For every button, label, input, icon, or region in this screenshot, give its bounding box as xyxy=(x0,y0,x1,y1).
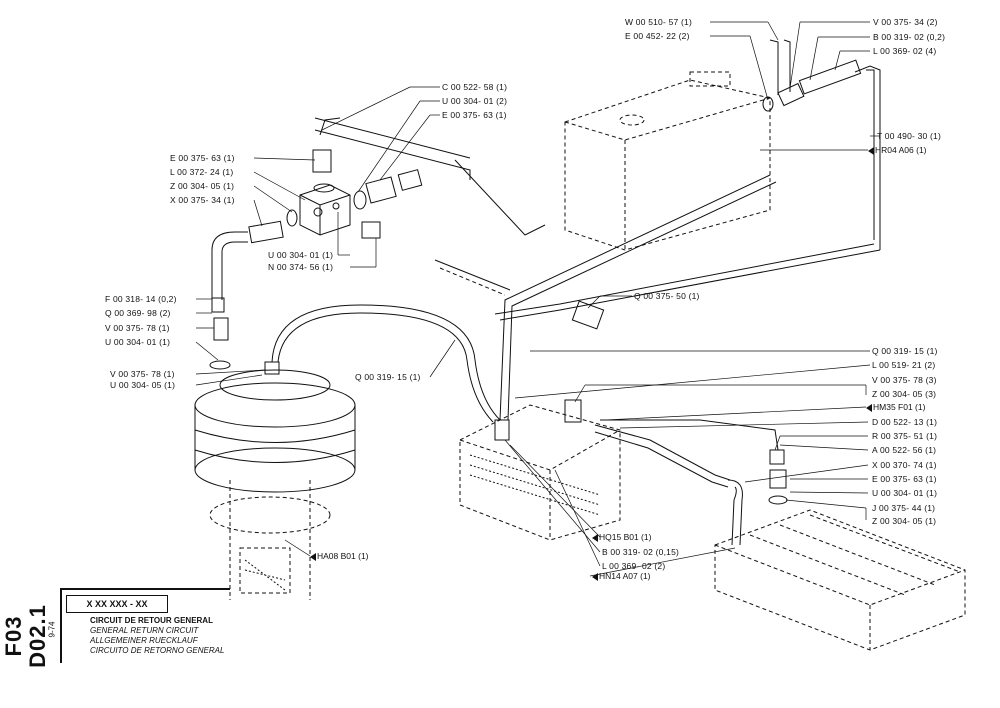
ref-hn14: HN14 A07 (1) xyxy=(592,571,651,581)
arrow-left-icon xyxy=(310,552,316,561)
page-code: F03 D02.1 xyxy=(1,604,50,668)
arrow-left-icon xyxy=(866,403,872,412)
distribution-block xyxy=(248,117,423,244)
part-label-c00522-58: C 00 522- 58 (1) xyxy=(442,82,508,92)
part-label-v00375-78-lower: V 00 375- 78 (1) xyxy=(110,369,175,379)
part-label-e00375-63-right: E 00 375- 63 (1) xyxy=(872,474,937,484)
part-label-x00370-74: X 00 370- 74 (1) xyxy=(872,460,937,470)
ref-hn14-text: HN14 A07 (1) xyxy=(599,571,651,581)
cooler-assembly xyxy=(459,300,788,546)
part-label-e00375-63-left: E 00 375- 63 (1) xyxy=(170,153,235,163)
part-label-q00369-98: Q 00 369- 98 (2) xyxy=(105,308,171,318)
pump-assembly xyxy=(194,361,356,600)
part-label-z00304-05-left: Z 00 304- 05 (1) xyxy=(170,181,235,191)
part-label-u00304-01-under: U 00 304- 01 (1) xyxy=(268,250,334,260)
part-label-e00375-63-top: E 00 375- 63 (1) xyxy=(442,110,507,120)
part-label-z00304-05-right: Z 00 304- 05 (3) xyxy=(872,389,937,399)
part-label-u00304-01-left: U 00 304- 01 (1) xyxy=(105,337,171,347)
left-elbow-pipe xyxy=(209,231,248,370)
title-english: GENERAL RETURN CIRCUIT xyxy=(90,626,199,635)
hydraulic-tank xyxy=(564,71,771,251)
ref-hr04: HR04 A06 (1) xyxy=(868,145,927,155)
part-label-z00304-05-bottom: Z 00 304- 05 (1) xyxy=(872,516,937,526)
part-number-box: X XX XXX - XX xyxy=(66,595,168,613)
part-label-e00452-22: E 00 452- 22 (2) xyxy=(625,31,690,41)
return-pipes xyxy=(314,117,881,421)
ref-hm35: HM35 F01 (1) xyxy=(866,402,925,412)
ref-hr04-text: HR04 A06 (1) xyxy=(875,145,927,155)
leader-lines xyxy=(195,21,880,577)
part-label-d00522-13: D 00 522- 13 (1) xyxy=(872,417,938,427)
ref-ha08-text: HA08 B01 (1) xyxy=(317,551,369,561)
date-code: 9-74 xyxy=(47,621,57,638)
part-label-j00375-44: J 00 375- 44 (1) xyxy=(872,503,936,513)
part-label-v00375-34: V 00 375- 34 (2) xyxy=(873,17,938,27)
part-label-u00304-01-top: U 00 304- 01 (2) xyxy=(442,96,508,106)
ref-hq15-text: HQ15 B01 (1) xyxy=(599,532,652,542)
title-french: CIRCUIT DE RETOUR GENERAL xyxy=(90,616,213,625)
part-label-b00319-02: B 00 319- 02 (0,2) xyxy=(873,32,946,42)
part-label-x00375-34: X 00 375- 34 (1) xyxy=(170,195,235,205)
part-label-b00319-02-bottom: B 00 319- 02 (0,15) xyxy=(602,547,680,557)
part-label-a00522-56: A 00 522- 56 (1) xyxy=(872,445,937,455)
part-label-q00375-50: Q 00 375- 50 (1) xyxy=(634,291,700,301)
tank-return-fitting xyxy=(762,39,881,250)
arrow-left-icon xyxy=(592,533,598,542)
arrow-left-icon xyxy=(868,146,874,155)
part-label-n00374-56: N 00 374- 56 (1) xyxy=(268,262,334,272)
part-label-q00319-15-right: Q 00 319- 15 (1) xyxy=(872,346,938,356)
ref-ha08: HA08 B01 (1) xyxy=(310,551,369,561)
title-spanish: CIRCUITO DE RETORNO GENERAL xyxy=(90,646,225,655)
part-label-t00490-30: T 00 490- 30 (1) xyxy=(877,131,941,141)
part-label-v00375-78-left: V 00 375- 78 (1) xyxy=(105,323,170,333)
arrow-left-icon xyxy=(592,572,598,581)
lower-right-block xyxy=(714,509,966,651)
title-german: ALLGEMEINER RUECKLAUF xyxy=(90,636,198,645)
part-label-r00375-51: R 00 375- 51 (1) xyxy=(872,431,938,441)
part-label-f00318-14: F 00 318- 14 (0,2) xyxy=(105,294,177,304)
part-label-l00369-02: L 00 369- 02 (4) xyxy=(873,46,937,56)
pump-return-hose xyxy=(271,304,501,423)
ref-hm35-text: HM35 F01 (1) xyxy=(873,402,926,412)
ref-hq15: HQ15 B01 (1) xyxy=(592,532,651,542)
part-label-u00304-01-right: U 00 304- 01 (1) xyxy=(872,488,938,498)
title-frame-left xyxy=(60,588,62,663)
title-frame-top xyxy=(60,588,230,590)
part-label-w00510-57: W 00 510- 57 (1) xyxy=(625,17,692,27)
part-label-l00369-02-bottom: L 00 369- 02 (2) xyxy=(602,561,666,571)
part-label-q00319-15-center: Q 00 319- 15 (1) xyxy=(355,372,421,382)
part-label-l00519-21: L 00 519- 21 (2) xyxy=(872,360,936,370)
part-label-v00375-78-right: V 00 375- 78 (3) xyxy=(872,375,937,385)
part-label-l00372-24: L 00 372- 24 (1) xyxy=(170,167,234,177)
part-label-u00304-05-lower: U 00 304- 05 (1) xyxy=(110,380,176,390)
